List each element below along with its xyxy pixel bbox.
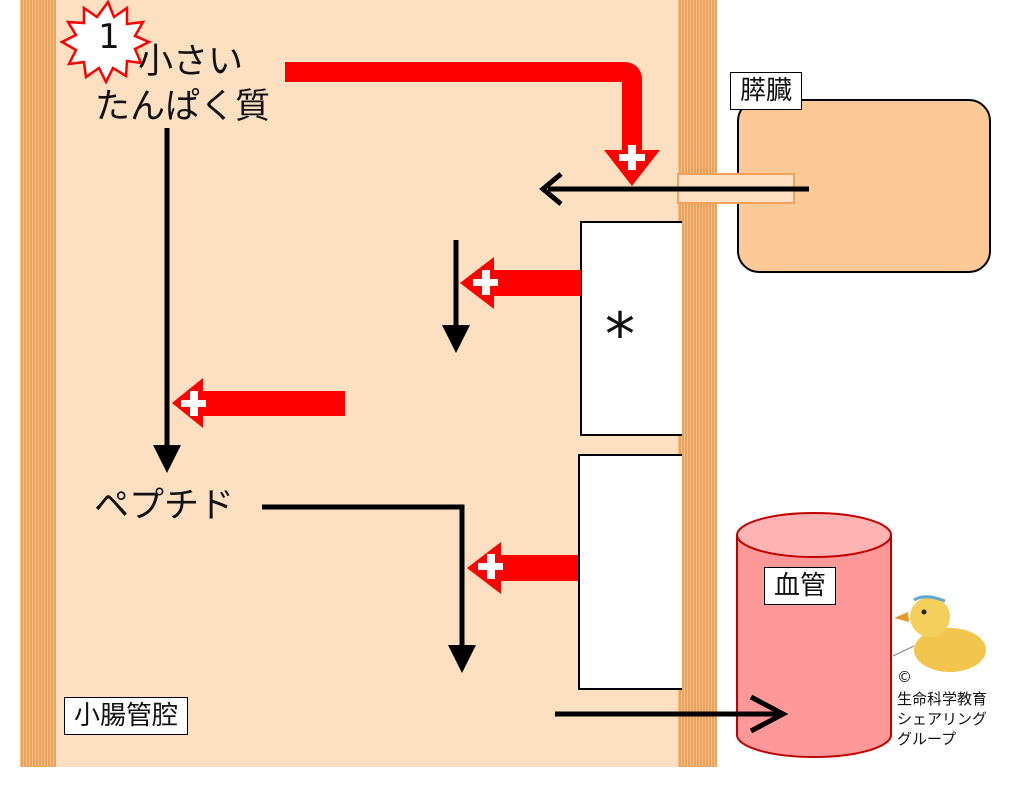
intestinal-wall-right — [678, 0, 717, 767]
credit-copyright: © — [897, 668, 912, 686]
red-arrow-top — [285, 62, 660, 186]
epithelial-cell-upper — [580, 221, 682, 436]
label-peptide: ペプチド — [94, 486, 235, 526]
label-blood-vessel: 血管 — [764, 567, 837, 605]
credit-line2: シェアリング — [897, 710, 988, 728]
blood-vessel — [736, 512, 892, 758]
duck-mascot-icon — [892, 595, 986, 672]
credit-line1: 生命科学教育 — [897, 690, 988, 708]
starburst-icon — [59, 0, 152, 85]
plus-icons — [181, 145, 645, 579]
pancreas-shape — [737, 99, 991, 273]
label-small-protein-line1: 小さい — [138, 42, 244, 82]
asterisk-label: * — [605, 300, 635, 370]
credit-line3: グループ — [897, 730, 957, 748]
step-number-badge: 1 — [98, 17, 120, 57]
black-arrowheads — [153, 325, 476, 673]
epithelial-cell-lower — [578, 454, 682, 690]
intestinal-wall-left — [20, 0, 56, 767]
label-pancreas: 膵臓 — [730, 72, 803, 110]
label-intestinal-lumen: 小腸管腔 — [64, 697, 189, 735]
label-small-protein-line2: たんぱく質 — [95, 87, 271, 127]
black-arrows — [164, 128, 809, 734]
